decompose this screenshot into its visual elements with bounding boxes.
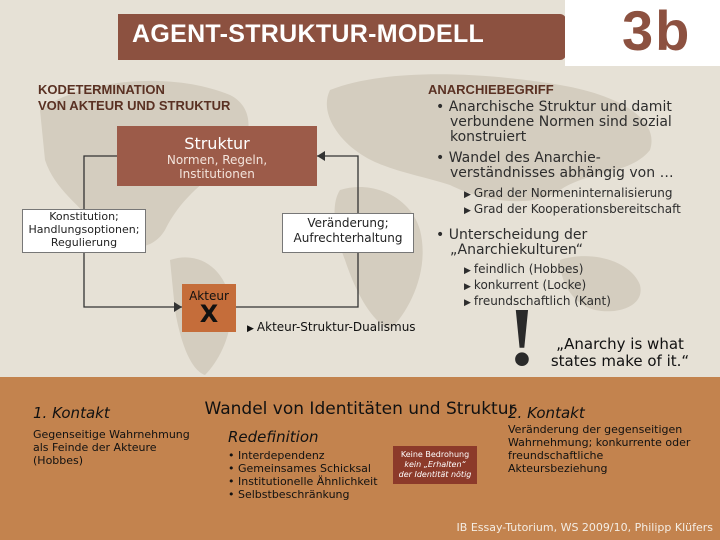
- sub-item-text: Grad der Normeninternalisierung: [473, 186, 673, 200]
- structure-title: Struktur: [184, 134, 250, 153]
- triangle-bullet-icon: ▶: [464, 298, 471, 308]
- actor-label: Akteur: [189, 289, 229, 303]
- change-line2: Aufrechterhaltung: [293, 231, 403, 245]
- second-contact-heading: 2. Kontakt: [508, 404, 585, 422]
- structure-sub-line2: Institutionen: [179, 167, 255, 181]
- first-contact-line3: (Hobbes): [33, 454, 84, 467]
- slide-number: 3b: [622, 0, 692, 62]
- triangle-bullet-icon: ▶: [247, 324, 254, 334]
- sub-item-hobbes: ▶feindlich (Hobbes): [436, 262, 706, 278]
- second-contact-line3: freundschaftliche: [508, 449, 604, 462]
- band-title: Wandel von Identitäten und Struktur: [204, 399, 516, 419]
- threat-line2: kein „Erhalten“: [404, 460, 466, 469]
- sub-item-text: Grad der Kooperationsbereitschaft: [473, 202, 681, 216]
- anarchy-concept-list: • Anarchische Struktur und damit verbund…: [436, 100, 706, 310]
- sub-item-cooperation: ▶Grad der Kooperationsbereitschaft: [436, 202, 706, 218]
- structure-box: Struktur Normen, Regeln, Institutionen: [117, 126, 317, 186]
- slide-number-badge: [565, 0, 720, 66]
- actor-box: Akteur X: [182, 284, 236, 332]
- sub-item-locke: ▶konkurrent (Locke): [436, 278, 706, 294]
- first-contact-heading: 1. Kontakt: [33, 404, 110, 422]
- constitution-line3: Regulierung: [50, 236, 118, 249]
- quote-line2: states make of it.“: [550, 352, 690, 370]
- sub-item-text: konkurrent (Locke): [473, 278, 587, 292]
- sub-item-text: freundschaftlich (Kant): [473, 294, 611, 308]
- second-contact-line4: Akteursbeziehung: [508, 462, 608, 475]
- sub-item-text: feindlich (Hobbes): [473, 262, 584, 276]
- constitution-label: Konstitution; Handlungsoptionen; Regulie…: [22, 209, 146, 253]
- sub-item-norm-internalization: ▶Grad der Normeninternalisierung: [436, 186, 706, 202]
- bullet3-line2: „Anarchiekulturen“: [450, 242, 584, 258]
- first-contact-line1: Gegenseitige Wahrnehmung: [33, 428, 190, 441]
- second-contact-column: 2. Kontakt Veränderung der gegenseitigen…: [508, 404, 708, 475]
- redefinition-heading: Redefinition: [228, 428, 319, 446]
- page-title: AGENT-STRUKTUR-MODELL: [132, 20, 485, 48]
- redefinition-list: • Interdependenz• Gemeinsames Schicksal•…: [228, 449, 388, 501]
- left-heading-line1: KODETERMINATION: [38, 82, 165, 97]
- first-contact-column: 1. Kontakt Gegenseitige Wahrnehmung als …: [33, 404, 223, 467]
- bullet1-line1: • Anarchische Struktur und damit: [436, 99, 672, 115]
- redefinition-item: • Institutionelle Ähnlichkeit: [228, 475, 378, 488]
- wendt-quote: „Anarchy is what states make of it.“: [530, 336, 710, 370]
- structure-sub-line1: Normen, Regeln,: [166, 153, 268, 167]
- redefinition-item: • Gemeinsames Schicksal: [228, 462, 371, 475]
- first-contact-line2: als Feinde der Akteure: [33, 441, 157, 454]
- dualism-text: Akteur-Struktur-Dualismus: [256, 320, 416, 334]
- second-contact-line2: Wahrnehmung; konkurrente oder: [508, 436, 691, 449]
- constitution-line2: Handlungsoptionen;: [28, 223, 140, 236]
- change-label: Veränderung; Aufrechterhaltung: [282, 213, 414, 253]
- left-heading-line2: VON AKTEUR UND STRUKTUR: [38, 98, 231, 113]
- triangle-bullet-icon: ▶: [464, 266, 471, 276]
- left-section-heading: KODETERMINATION VON AKTEUR UND STRUKTUR: [38, 82, 230, 114]
- triangle-bullet-icon: ▶: [464, 206, 471, 216]
- quote-line1: „Anarchy is what: [556, 335, 684, 353]
- second-contact-line1: Veränderung der gegenseitigen: [508, 423, 683, 436]
- redefinition-item: • Interdependenz: [228, 449, 325, 462]
- dualism-label: ▶Akteur-Struktur-Dualismus: [247, 320, 416, 334]
- credit-footer: IB Essay-Tutorium, WS 2009/10, Philipp K…: [456, 521, 713, 534]
- change-line1: Veränderung;: [307, 216, 389, 230]
- constitution-line1: Konstitution;: [49, 210, 119, 223]
- bullet1-line3: konstruiert: [450, 129, 527, 145]
- identity-change-band: [0, 377, 720, 540]
- arrow-to-actor-icon: [174, 302, 182, 312]
- redefinition-column: Redefinition • Interdependenz• Gemeinsam…: [228, 428, 388, 501]
- threat-line1: Keine Bedrohung: [400, 450, 470, 459]
- bullet1-line2: verbundene Normen sind sozial: [450, 114, 672, 130]
- right-section-heading: ANARCHIEBEGRIFF: [428, 82, 554, 97]
- arrow-to-structure-icon: [317, 151, 325, 161]
- title-bar: [118, 14, 566, 60]
- bullet2-line1: • Wandel des Anarchie-: [436, 150, 601, 166]
- exclamation-icon: !: [508, 291, 536, 384]
- triangle-bullet-icon: ▶: [464, 282, 471, 292]
- no-threat-box: Keine Bedrohung kein „Erhalten“ der Iden…: [393, 446, 477, 484]
- bullet3-line1: • Unterscheidung der: [436, 227, 588, 243]
- sub-item-kant: ▶freundschaftlich (Kant): [436, 294, 706, 310]
- actor-symbol: X: [199, 300, 219, 328]
- bullet2-line2: verständnisses abhängig von …: [450, 165, 674, 181]
- triangle-bullet-icon: ▶: [464, 190, 471, 200]
- threat-line3: der Identität nötig: [398, 470, 472, 479]
- redefinition-item: • Selbstbeschränkung: [228, 488, 350, 501]
